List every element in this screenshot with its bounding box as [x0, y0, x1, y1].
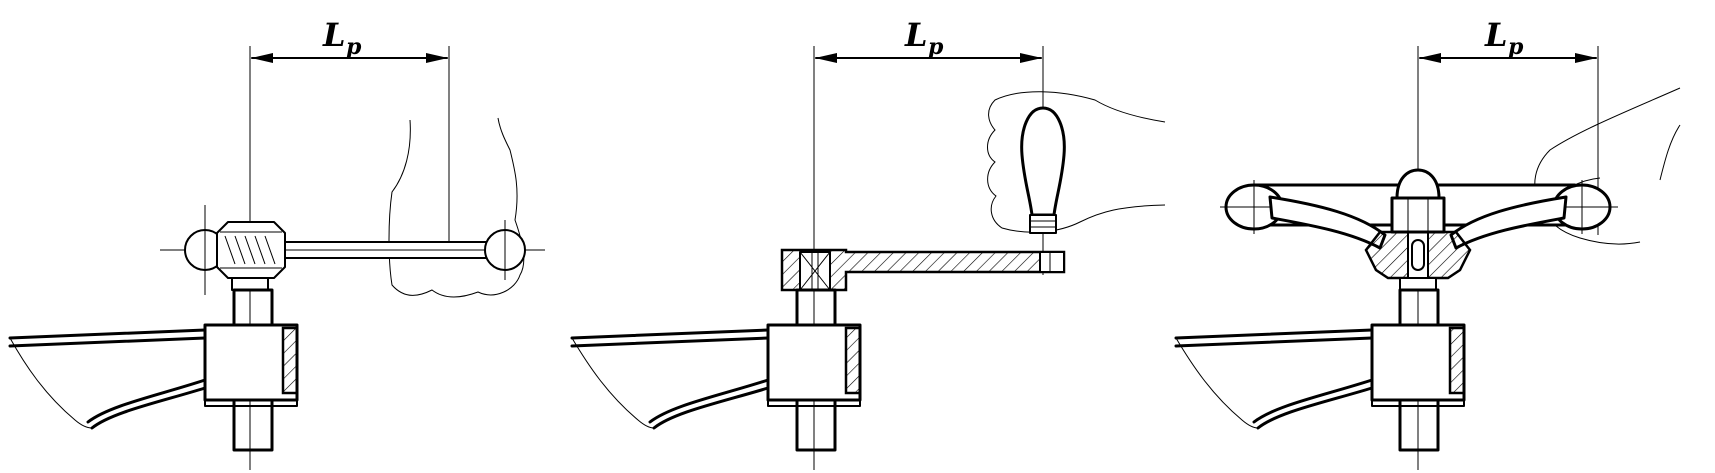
panel-ball-lever: L p — [8, 16, 545, 470]
dimension-subscript: p — [346, 34, 362, 60]
housing-1 — [8, 328, 207, 430]
bracket-section — [844, 326, 862, 395]
dimension-lp-2: L p — [813, 16, 1044, 470]
hand-outline-1 — [388, 117, 525, 298]
shaft-collar — [1399, 277, 1437, 291]
dimension-subscript: p — [928, 34, 944, 60]
shaft-collar — [231, 277, 269, 291]
dimension-lp-1: L p — [249, 16, 450, 470]
crank-grip — [1020, 106, 1066, 217]
lever-hub — [216, 221, 286, 279]
housing-2 — [570, 328, 770, 430]
grip-ferrule — [1029, 214, 1057, 234]
dimension-subscript: p — [1508, 34, 1524, 60]
housing-3 — [1174, 328, 1374, 430]
bracket-section — [1448, 326, 1466, 395]
hand-outline-2 — [987, 91, 1166, 233]
dimension-label: L — [1484, 16, 1508, 54]
dimension-label: L — [322, 16, 346, 54]
dome-cap — [1395, 168, 1441, 200]
panel-handwheel: L p — [1174, 16, 1681, 470]
panel-crank: L p — [570, 16, 1166, 470]
bracket-section — [281, 326, 299, 395]
hub-nut — [1390, 196, 1446, 234]
dimension-label: L — [904, 16, 928, 54]
